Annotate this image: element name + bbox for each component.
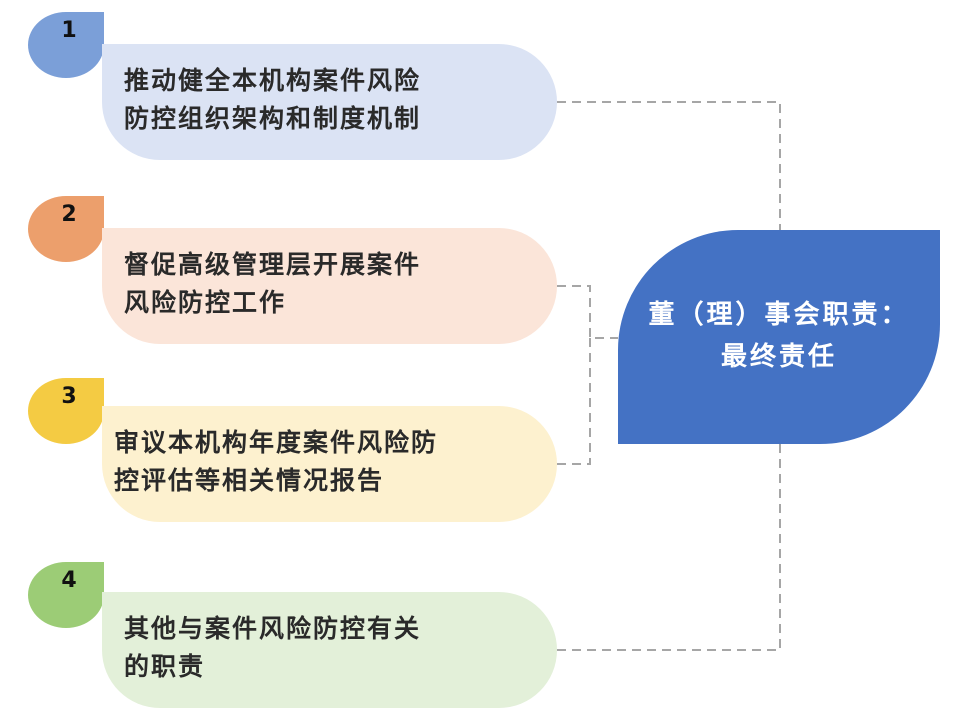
badge-number-3: 3 [61, 384, 77, 409]
center-responsibility-box: 董（理）事会职责： 最终责任 [618, 230, 940, 444]
connector-item-2 [557, 285, 618, 339]
connector-item-3 [557, 338, 591, 465]
center-subtitle: 最终责任 [720, 342, 837, 372]
card-3: 审议本机构年度案件风险防 控评估等相关情况报告 [102, 406, 557, 522]
card-4-line-2: 的职责 [124, 652, 206, 681]
card-4: 其他与案件风险防控有关 的职责 [102, 592, 557, 708]
badge-number-2: 2 [61, 202, 77, 227]
card-1: 推动健全本机构案件风险 防控组织架构和制度机制 [102, 44, 557, 160]
card-2-line-2: 风险防控工作 [124, 288, 287, 317]
connector-item-4 [557, 444, 781, 651]
badge-number-4: 4 [61, 568, 77, 593]
badge-4: 4 [28, 562, 104, 628]
badge-1: 1 [28, 12, 104, 78]
badge-number-1: 1 [61, 18, 77, 43]
card-2-line-1: 督促高级管理层开展案件 [124, 250, 422, 279]
center-title: 董（理）事会职责： [648, 300, 910, 330]
card-1-line-1: 推动健全本机构案件风险 [124, 66, 422, 95]
connector-item-1 [557, 101, 781, 230]
card-4-line-1: 其他与案件风险防控有关 [124, 614, 422, 643]
card-3-line-1: 审议本机构年度案件风险防 [114, 428, 439, 457]
card-1-line-2: 防控组织架构和制度机制 [124, 104, 422, 133]
card-3-line-2: 控评估等相关情况报告 [114, 466, 385, 495]
card-2: 督促高级管理层开展案件 风险防控工作 [102, 228, 557, 344]
badge-2: 2 [28, 196, 104, 262]
badge-3: 3 [28, 378, 104, 444]
